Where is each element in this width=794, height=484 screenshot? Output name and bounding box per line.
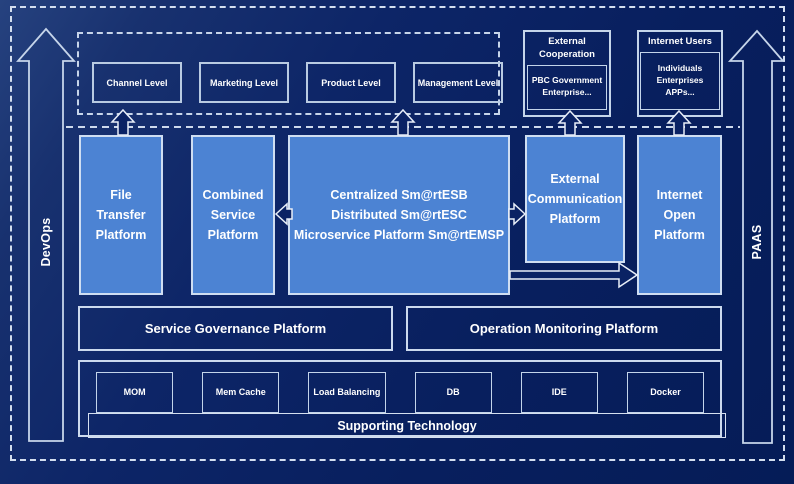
supporting-technology-label: Supporting Technology — [337, 418, 477, 433]
tech-box-docker: Docker — [626, 372, 705, 413]
internet-open-platform-box: Internet Open Platform — [637, 135, 722, 295]
tech-box-mom: MOM — [96, 372, 174, 413]
internet-users-box: Internet Users Individuals Enterprises A… — [637, 30, 723, 117]
governance-label: Service Governance Platform — [144, 321, 327, 336]
tech-label: MOM — [123, 386, 146, 397]
internet-users-title: Internet Users — [648, 36, 712, 47]
external-cooperation-box: External Cooperation PBC Government Ente… — [523, 30, 611, 117]
platform-label: External Communication Platform — [527, 172, 623, 226]
tech-box-load-balancing: Load Balancing — [308, 372, 386, 413]
level-label: Marketing Level — [209, 77, 279, 88]
service-governance-platform-box: Service Governance Platform — [78, 306, 393, 351]
level-label: Management Level — [417, 77, 499, 88]
supporting-technology-bar: Supporting Technology — [88, 413, 726, 438]
tech-box-mem-cache: Mem Cache — [202, 372, 280, 413]
platform-label-line: Distributed Sm@rtESC — [331, 208, 467, 222]
combined-service-platform-box: Combined Service Platform — [191, 135, 275, 295]
level-label: Product Level — [321, 77, 381, 88]
centralized-esb-platform-box: Centralized Sm@rtESB Distributed Sm@rtES… — [288, 135, 510, 295]
tech-box-ide: IDE — [520, 372, 598, 413]
operation-monitoring-platform-box: Operation Monitoring Platform — [406, 306, 722, 351]
tech-label: IDE — [551, 386, 567, 397]
external-cooperation-members-box: PBC Government Enterprise... — [527, 64, 607, 110]
platform-label-line: Centralized Sm@rtESB — [330, 188, 468, 202]
level-box-channel: Channel Level — [92, 62, 182, 103]
tech-label: Docker — [650, 386, 681, 397]
tech-label: Load Balancing — [313, 386, 381, 397]
internet-users-members-box: Individuals Enterprises APPs... — [640, 51, 720, 110]
external-cooperation-members: PBC Government Enterprise... — [531, 75, 603, 98]
level-box-management: Management Level — [413, 62, 503, 103]
devops-rail-label: DevOps — [39, 217, 53, 267]
level-box-product: Product Level — [306, 62, 396, 103]
technology-row: MOM Mem Cache Load Balancing DB IDE Dock… — [96, 372, 705, 413]
platform-label: Internet Open Platform — [654, 188, 705, 242]
level-label: Channel Level — [106, 77, 168, 88]
level-box-marketing: Marketing Level — [199, 62, 289, 103]
tech-label: Mem Cache — [215, 386, 266, 397]
tech-label: DB — [446, 386, 460, 397]
levels-group: Channel Level Marketing Level Product Le… — [77, 32, 503, 115]
external-communication-platform-box: External Communication Platform — [525, 135, 625, 263]
supporting-technology-group — [78, 360, 722, 437]
platform-label-line: Microservice Platform Sm@rtEMSP — [293, 228, 505, 242]
governance-label: Operation Monitoring Platform — [469, 321, 659, 336]
internet-users-members: Individuals Enterprises APPs... — [656, 63, 704, 97]
file-transfer-platform-box: File Transfer Platform — [79, 135, 163, 295]
external-cooperation-title: External Cooperation — [539, 36, 595, 60]
platform-label: Combined Service Platform — [202, 188, 264, 242]
platform-label: File Transfer Platform — [95, 188, 147, 242]
tech-box-db: DB — [414, 372, 492, 413]
paas-rail-label: PAAS — [750, 224, 764, 260]
